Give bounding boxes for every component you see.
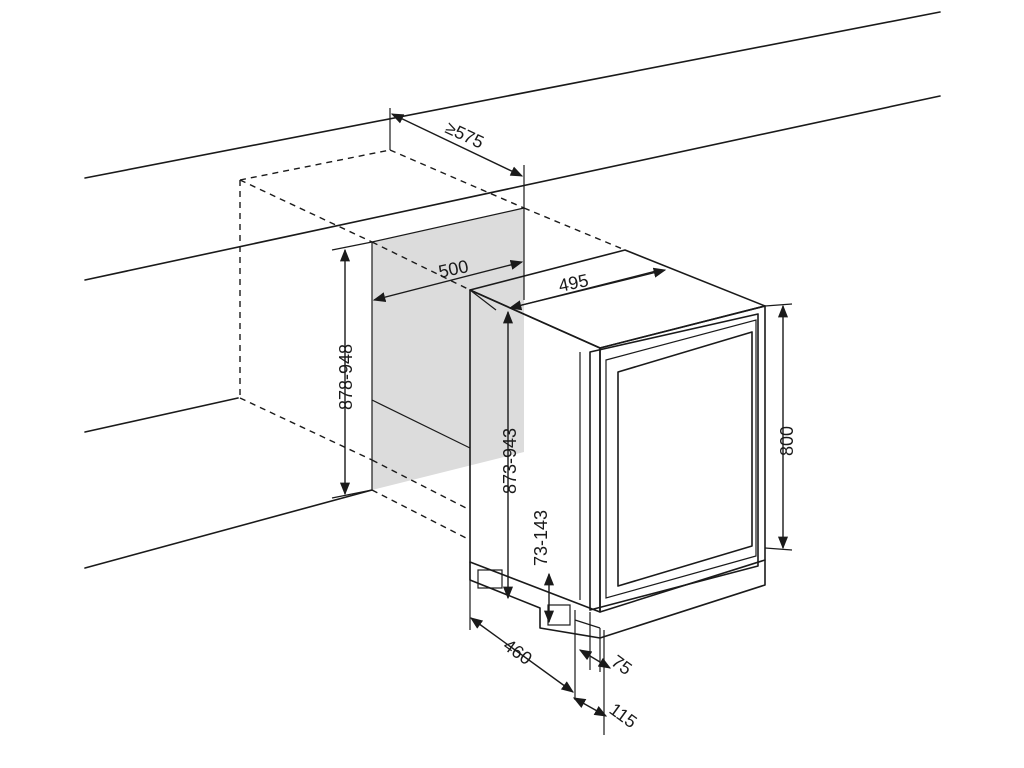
label-niche-height: 878-948 — [336, 344, 356, 410]
label-door-front: 115 — [606, 699, 641, 732]
dim-door-height: 800 — [764, 303, 797, 551]
label-unit-depth: 460 — [500, 635, 536, 669]
dim-door-front: 115 — [572, 630, 641, 735]
label-door-depth: 75 — [608, 651, 636, 679]
dim-unit-depth: 460 — [469, 610, 576, 700]
label-niche-depth: ≥575 — [442, 117, 487, 152]
label-unit-width: 495 — [557, 270, 591, 296]
dim-niche-depth: ≥575 — [389, 108, 525, 208]
label-feet-range: 73-143 — [531, 510, 551, 566]
label-unit-height: 873-943 — [500, 428, 520, 494]
countertop — [84, 11, 941, 281]
cabinet-left — [84, 397, 373, 569]
dim-unit-height: 873-943 — [500, 310, 520, 600]
dim-niche-height: 878-948 — [331, 241, 373, 499]
dim-feet-range: 73-143 — [531, 510, 555, 624]
dim-door-depth: 75 — [578, 612, 636, 679]
label-door-height: 800 — [777, 426, 797, 456]
